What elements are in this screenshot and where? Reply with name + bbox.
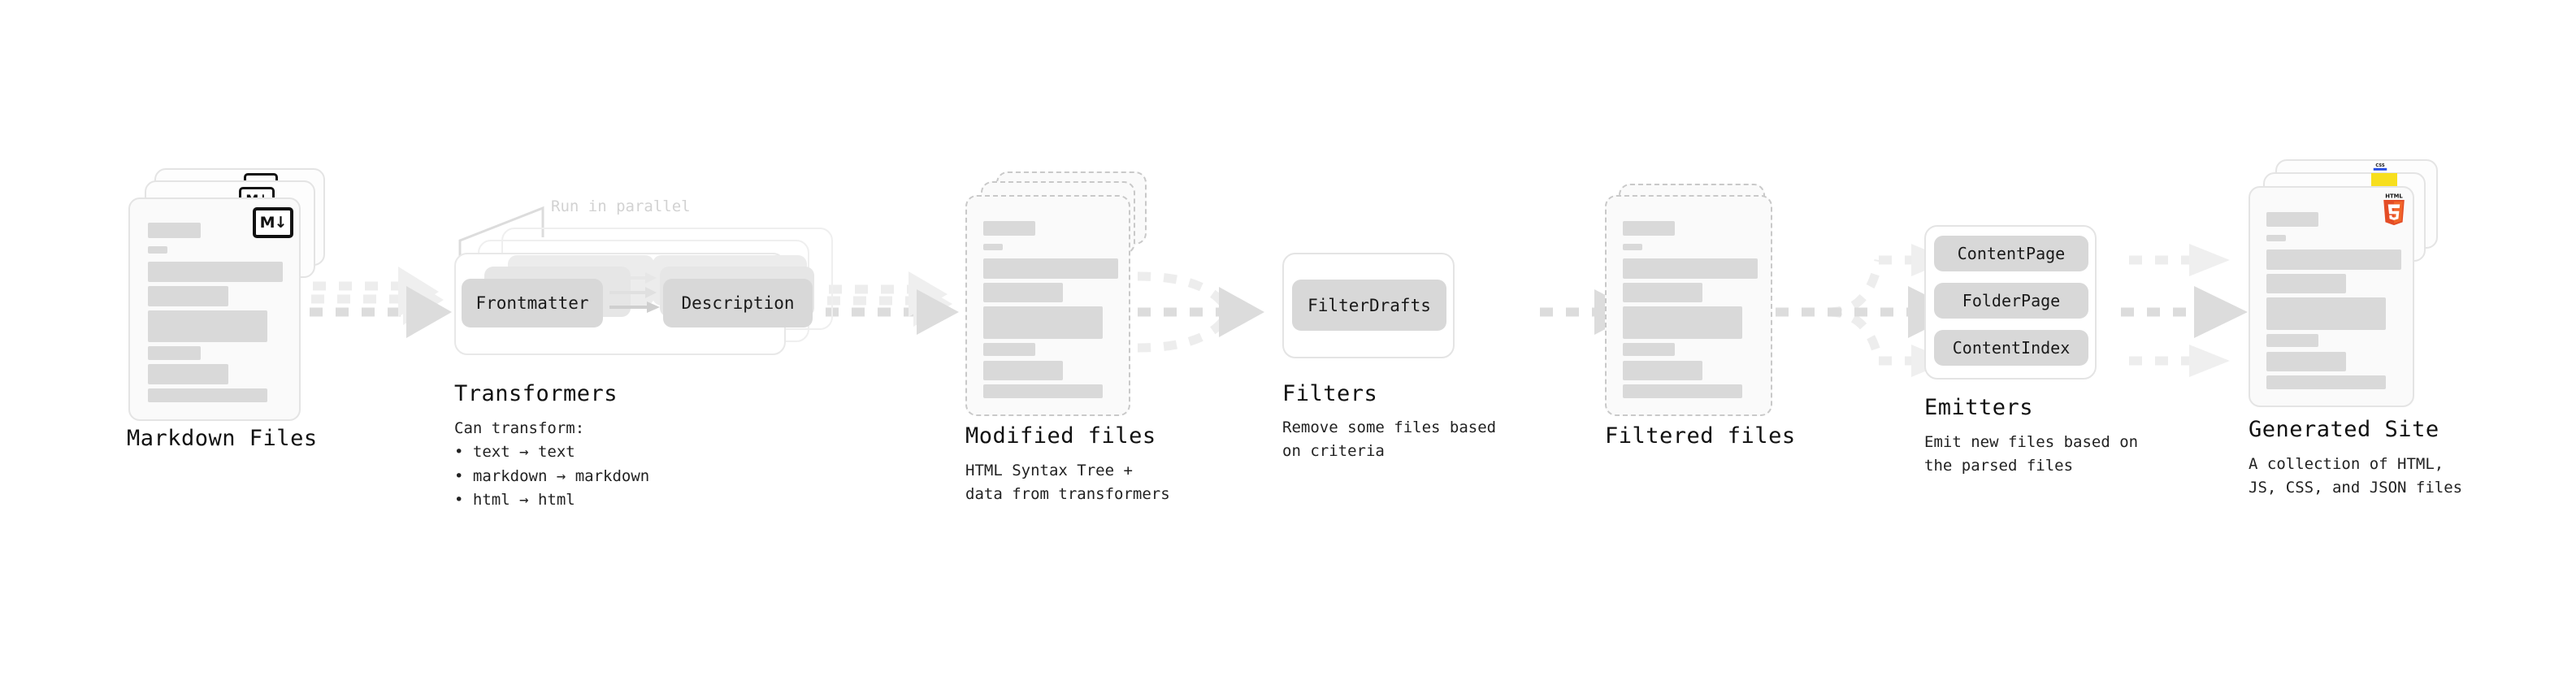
emitter-pill-contentpage[interactable]: ContentPage xyxy=(1934,236,2088,271)
skeleton-line xyxy=(148,364,228,384)
skeleton-line xyxy=(983,384,1103,398)
connector-transformers-to-modified xyxy=(826,271,959,335)
skeleton-line xyxy=(983,244,1003,250)
stage-title-markdown-files: Markdown Files xyxy=(127,426,318,451)
stage-title-transformers: Transformers xyxy=(454,381,618,406)
skeleton-line xyxy=(983,283,1063,302)
skeleton-line xyxy=(2266,297,2386,330)
skeleton-line xyxy=(148,223,201,238)
skeleton-line xyxy=(148,388,267,402)
transformer-pill-frontmatter[interactable]: Frontmatter xyxy=(462,279,603,327)
emitter-pill-folderpage[interactable]: FolderPage xyxy=(1934,283,2088,319)
skeleton-line xyxy=(2266,249,2401,270)
skeleton-line xyxy=(2266,274,2346,293)
stage-caption-modified-files: HTML Syntax Tree + data from transformer… xyxy=(965,462,1170,504)
skeleton-line xyxy=(2266,352,2346,371)
filter-pill-filterdrafts[interactable]: FilterDrafts xyxy=(1292,280,1446,331)
skeleton-line xyxy=(148,286,228,306)
skeleton-line xyxy=(1623,384,1742,398)
css-icon: CSS xyxy=(2373,163,2387,171)
emitter-pill-contentindex[interactable]: ContentIndex xyxy=(1934,330,2088,366)
skeleton-line xyxy=(2266,235,2286,241)
stage-title-emitters: Emitters xyxy=(1924,395,2034,420)
html5-icon: HTML xyxy=(2383,193,2405,226)
skeleton-line xyxy=(2266,375,2386,389)
skeleton-line xyxy=(2266,212,2318,227)
skeleton-line xyxy=(1623,306,1742,339)
skeleton-line xyxy=(1623,221,1675,236)
connector-emitters-to-site xyxy=(2121,244,2248,377)
transformer-pill-description[interactable]: Description xyxy=(663,279,813,327)
skeleton-line xyxy=(983,258,1118,279)
site-file-card-front xyxy=(2249,186,2414,407)
skeleton-line xyxy=(1623,343,1675,356)
stage-title-filtered-files: Filtered files xyxy=(1605,423,1796,449)
skeleton-line xyxy=(148,310,267,342)
skeleton-line xyxy=(1623,258,1758,279)
stage-caption-generated-site: A collection of HTML, JS, CSS, and JSON … xyxy=(2249,455,2463,497)
stage-title-generated-site: Generated Site xyxy=(2249,417,2439,442)
stage-title-modified-files: Modified files xyxy=(965,423,1156,449)
filtered-file-card-front xyxy=(1605,195,1772,416)
skeleton-line xyxy=(983,306,1103,339)
connector-markdown-to-transformers xyxy=(310,267,452,338)
skeleton-line xyxy=(983,361,1063,380)
stage-title-filters: Filters xyxy=(1282,381,1378,406)
skeleton-line xyxy=(148,246,167,254)
skeleton-line xyxy=(148,346,201,360)
run-in-parallel-label: Run in parallel xyxy=(551,197,691,215)
connector-modified-to-filters xyxy=(1137,271,1264,353)
skeleton-line xyxy=(1623,283,1702,302)
svg-text:HTML: HTML xyxy=(2385,193,2403,199)
modified-file-card-front xyxy=(965,195,1130,416)
skeleton-line xyxy=(2266,334,2318,347)
skeleton-line xyxy=(983,343,1035,356)
stage-caption-filters: Remove some files based on criteria xyxy=(1282,419,1497,461)
skeleton-line xyxy=(983,221,1035,236)
skeleton-line xyxy=(1623,244,1642,250)
stage-caption-transformers: Can transform: • text → text • markdown … xyxy=(454,419,650,510)
skeleton-line xyxy=(148,262,283,282)
markdown-icon: M↓ xyxy=(253,207,293,238)
transformer-inner-arrows xyxy=(609,272,660,313)
js-icon xyxy=(2371,173,2397,188)
svg-text:CSS: CSS xyxy=(2375,163,2385,168)
skeleton-line xyxy=(1623,361,1702,380)
stage-caption-emitters: Emit new files based on the parsed files xyxy=(1924,433,2139,475)
